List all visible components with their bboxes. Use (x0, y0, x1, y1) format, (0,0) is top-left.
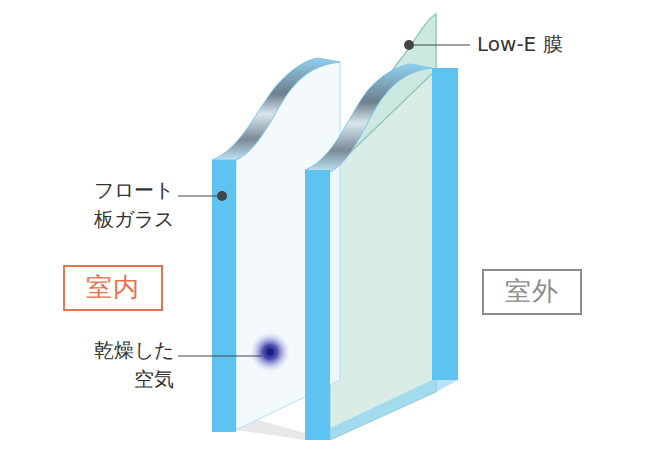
inner-pane-top (212, 58, 340, 160)
pane-edge (212, 160, 236, 432)
pane-edge (305, 170, 330, 440)
part-label: フロート板ガラス (88, 176, 174, 234)
leader-line (178, 195, 222, 196)
leader-line (178, 355, 262, 356)
leader-line (409, 44, 470, 45)
room-label: 室内 (86, 272, 140, 303)
leader-dot (267, 349, 274, 356)
dry-air-dot (250, 332, 290, 372)
room-label-box: 室内 (63, 265, 163, 311)
room-label: 室外 (505, 276, 559, 307)
pane-edge (432, 68, 458, 380)
part-label: Low-E 膜 (477, 30, 563, 59)
outer-pane-top (305, 64, 432, 172)
part-label: 乾燥した空気 (88, 336, 174, 394)
room-label-box: 室外 (482, 269, 582, 315)
